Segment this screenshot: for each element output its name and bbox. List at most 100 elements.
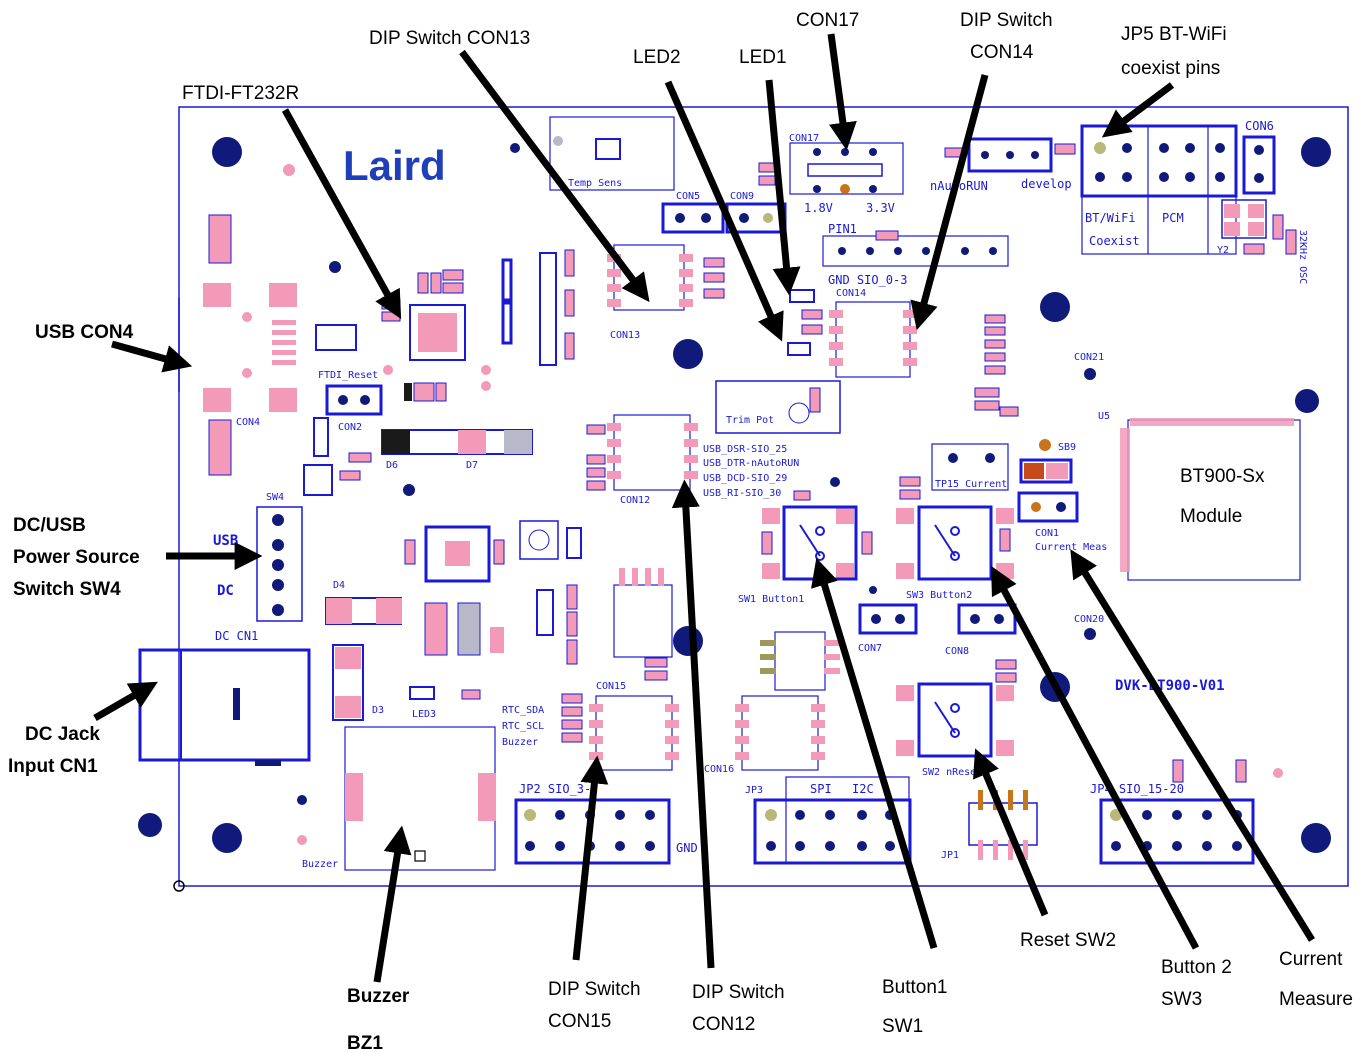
capacitors-c12-c13 xyxy=(424,602,504,656)
con12-signal-labels: USB_DSR-SIO_25 USB_DTR-nAutoRUN USB_DCD-… xyxy=(703,444,799,499)
svg-text:Buzzer: Buzzer xyxy=(302,859,338,870)
svg-text:CON7: CON7 xyxy=(858,643,882,654)
button-sw1: SW1 Button1 xyxy=(738,505,858,605)
temp-sensor-u1: Temp Sens xyxy=(549,116,675,191)
label-dip-con15-2: CON15 xyxy=(548,1011,611,1032)
svg-text:Buzzer: Buzzer xyxy=(502,737,538,748)
svg-text:Current Meas: Current Meas xyxy=(1035,542,1107,553)
jp3-header: JP3 SPI I2C xyxy=(745,776,912,865)
label-dcjack-2: Input CN1 xyxy=(8,756,98,777)
svg-text:LED3: LED3 xyxy=(412,709,436,720)
label-con17: CON17 xyxy=(796,10,859,31)
led3: LED3 xyxy=(409,686,436,720)
trim-pots: Trim Pot xyxy=(519,380,841,560)
label-ftdi: FTDI-FT232R xyxy=(182,83,299,104)
label-button1-2: SW1 xyxy=(882,1016,923,1037)
svg-text:CON6: CON6 xyxy=(1245,119,1274,133)
label-dip-con13: DIP Switch CON13 xyxy=(369,28,530,49)
label-usb-con4: USB CON4 xyxy=(35,322,134,343)
button-sw2-reset: SW2 nReset xyxy=(896,682,1014,778)
label-current-2: Measure xyxy=(1279,989,1353,1010)
svg-text:GND SIO_0-3: GND SIO_0-3 xyxy=(828,273,907,287)
svg-text:SW2 nReset: SW2 nReset xyxy=(922,767,982,778)
svg-text:Coexist: Coexist xyxy=(1089,234,1140,248)
label-button1-1: Button1 xyxy=(882,977,948,998)
jp5-coexist-header: BT/WiFi Coexist PCM xyxy=(1080,124,1238,255)
regulator-u7 xyxy=(424,525,491,583)
label-buzzer-2: BZ1 xyxy=(347,1033,383,1053)
button-sw3: SW3 Button2 xyxy=(896,505,1014,601)
svg-text:CON8: CON8 xyxy=(945,646,969,657)
svg-text:D7: D7 xyxy=(466,460,478,471)
svg-text:CON21: CON21 xyxy=(1074,352,1104,363)
svg-text:RTC_SDA: RTC_SDA xyxy=(502,705,544,716)
svg-text:D6: D6 xyxy=(386,460,398,471)
diodes-d6-d7: D6 D7 xyxy=(381,429,533,471)
svg-text:D4: D4 xyxy=(333,580,345,591)
board-id: DVK-BT900-V01 xyxy=(1115,678,1225,694)
svg-text:CON15: CON15 xyxy=(596,681,626,692)
label-jp5-1: JP5 BT-WiFi xyxy=(1121,24,1227,45)
callout-labels: DIP Switch CON13 LED2 LED1 CON17 DIP Swi… xyxy=(8,10,1353,1053)
svg-text:TP15 Current: TP15 Current xyxy=(935,479,1007,490)
dip-switch-con16: CON16 xyxy=(704,695,825,775)
svg-text:CON9: CON9 xyxy=(730,191,754,202)
label-button2-2: SW3 xyxy=(1161,989,1202,1010)
label-dcjack-1: DC Jack xyxy=(25,724,100,745)
jp1-header: JP1 xyxy=(941,790,1038,861)
svg-text:I2C: I2C xyxy=(852,782,874,796)
label-dip-con12-2: CON12 xyxy=(692,1014,755,1035)
dc-jack-cn1: DC CN1 xyxy=(138,629,311,766)
label-led2: LED2 xyxy=(633,47,681,68)
label-dcusb-2: Power Source xyxy=(13,547,140,568)
label-button2-1: Button 2 xyxy=(1161,957,1232,978)
ftdi-chip: FTDI_Reset xyxy=(318,304,466,381)
svg-text:CON5: CON5 xyxy=(676,191,700,202)
buzzer-bz1: Buzzer xyxy=(302,726,496,871)
con15-signal-labels: RTC_SDA RTC_SCL Buzzer xyxy=(502,705,544,748)
svg-text:FTDI_Reset: FTDI_Reset xyxy=(318,370,378,381)
svg-text:USB_DTR-nAutoRUN: USB_DTR-nAutoRUN xyxy=(703,458,799,469)
diodes-d4-d3: D4 D3 xyxy=(325,580,402,721)
svg-text:U5: U5 xyxy=(1098,411,1110,422)
svg-text:USB: USB xyxy=(213,533,238,549)
svg-text:Module: Module xyxy=(1180,506,1242,527)
svg-text:CON4: CON4 xyxy=(236,417,260,428)
laird-logo: Laird xyxy=(343,142,446,189)
label-dip-con15-1: DIP Switch xyxy=(548,979,641,1000)
con6-header: CON6 xyxy=(1242,119,1276,195)
svg-text:32KHz OSC: 32KHz OSC xyxy=(1297,230,1308,284)
crystal-y2: Y2 32KHz OSC xyxy=(1217,199,1308,284)
svg-text:SPI: SPI xyxy=(810,782,832,796)
svg-text:1.8V: 1.8V xyxy=(804,201,833,215)
svg-text:JP3: JP3 xyxy=(745,785,763,796)
svg-text:RTC_SCL: RTC_SCL xyxy=(502,721,544,732)
dip-switch-con12: CON12 xyxy=(607,414,698,506)
svg-text:BT/WiFi: BT/WiFi xyxy=(1085,211,1136,225)
svg-text:Temp Sens: Temp Sens xyxy=(568,178,622,189)
svg-text:SW3 Button2: SW3 Button2 xyxy=(906,590,972,601)
con17-jumper: CON17 1.8V 3.3V xyxy=(789,133,904,215)
label-dcusb-1: DC/USB xyxy=(13,515,86,536)
svg-text:SW4: SW4 xyxy=(266,492,284,503)
svg-text:SB9: SB9 xyxy=(1058,442,1076,453)
svg-text:DC CN1: DC CN1 xyxy=(215,629,258,643)
dip-switch-con14: CON14 xyxy=(829,288,917,378)
svg-text:CON20: CON20 xyxy=(1074,614,1104,625)
label-dip-con12-1: DIP Switch xyxy=(692,982,785,1003)
svg-text:USB_DCD-SIO_29: USB_DCD-SIO_29 xyxy=(703,473,787,484)
bt900-module-u5: U5 BT900-Sx Module xyxy=(1098,411,1301,581)
label-current-1: Current xyxy=(1279,949,1343,970)
svg-text:JP2 SIO_3-: JP2 SIO_3- xyxy=(519,782,591,796)
svg-text:JP1: JP1 xyxy=(941,850,959,861)
test-points-tp14-tp15: TP15 Current xyxy=(931,443,1009,491)
dip-switch-con13: CON13 xyxy=(607,244,693,341)
callout-arrows xyxy=(93,33,1315,983)
label-jp5-2: coexist pins xyxy=(1121,58,1220,79)
svg-text:PCM: PCM xyxy=(1162,211,1184,225)
svg-text:Y2: Y2 xyxy=(1217,245,1229,256)
svg-text:develop: develop xyxy=(1021,177,1072,191)
board-outline xyxy=(178,106,1349,887)
